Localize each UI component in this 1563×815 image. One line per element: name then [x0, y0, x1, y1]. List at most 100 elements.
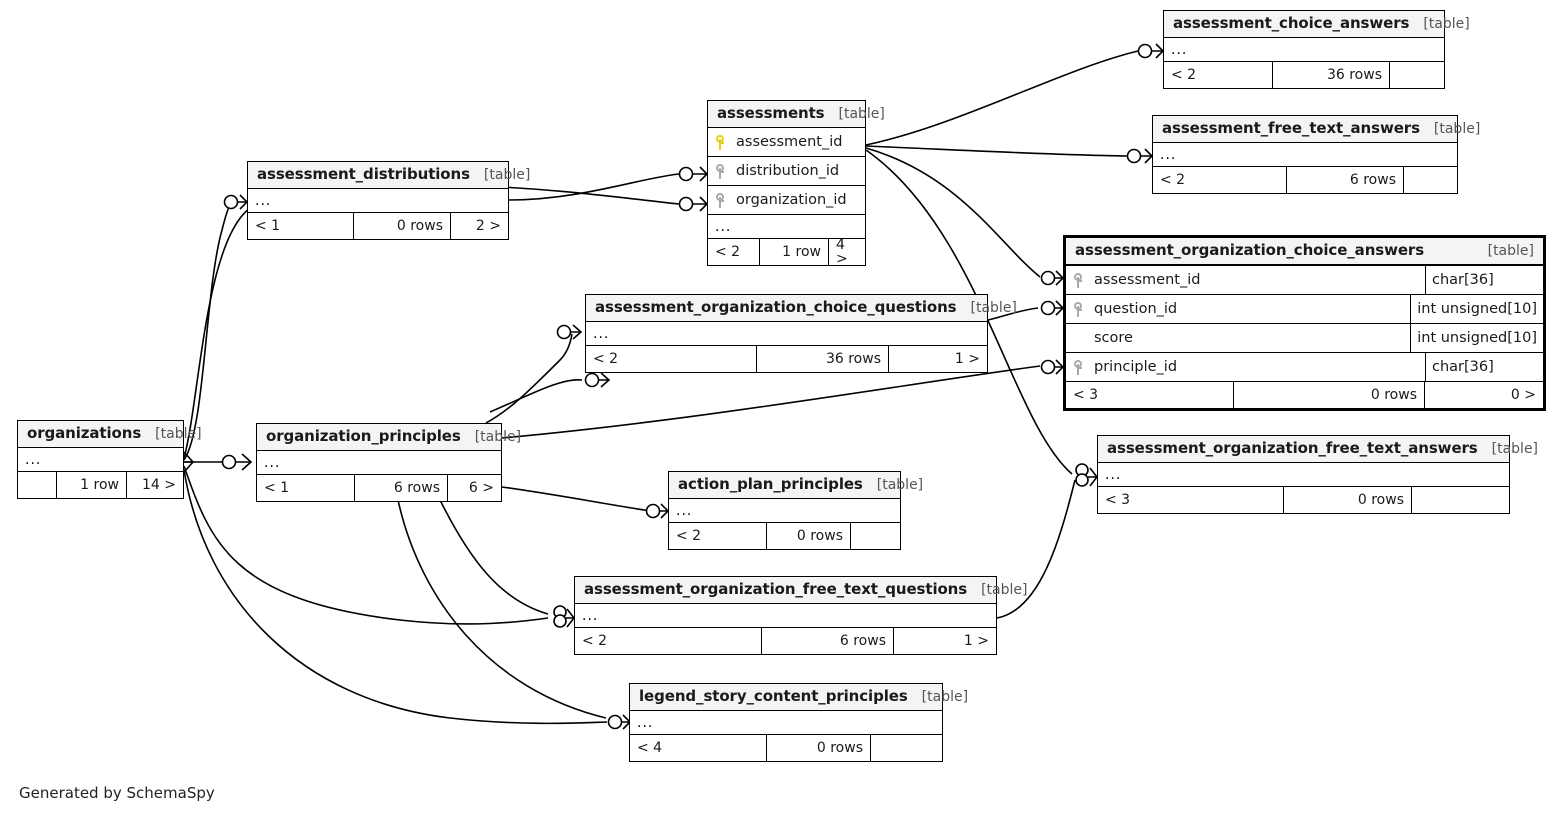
footer-parents-count: < 2	[715, 244, 741, 260]
table-name: assessment_organization_free_text_answer…	[1107, 439, 1478, 457]
table-header: assessment_distributions [table]	[248, 162, 530, 189]
table-type-tag: [table]	[1433, 120, 1481, 137]
collapsed-columns-ellipsis[interactable]: ...	[1164, 38, 1444, 62]
footer-children-count	[851, 523, 900, 549]
table-header: assessment_organization_free_text_answer…	[1098, 436, 1538, 463]
table-column-row[interactable]: question_id int unsigned[10]	[1066, 295, 1543, 324]
table-assessment_organization_choice_questions[interactable]: assessment_organization_choice_questions…	[585, 294, 1017, 373]
column-type: char[36]	[1425, 266, 1543, 294]
table-type-tag: [table]	[876, 476, 924, 493]
table-name: assessment_organization_choice_answers	[1075, 241, 1425, 259]
collapsed-columns-ellipsis[interactable]: ...	[630, 711, 942, 735]
footer-row-count: 6 rows	[354, 475, 448, 501]
footer-parents-count: < 2	[676, 528, 702, 544]
footer-parents-count: < 3	[1105, 492, 1131, 508]
table-assessment_distributions[interactable]: assessment_distributions [table]... < 1 0 r…	[247, 161, 530, 240]
foreign-key-icon	[716, 163, 727, 179]
footer-parents-count: < 3	[1073, 387, 1099, 403]
table-header: assessment_organization_choice_questions…	[586, 295, 1017, 322]
table-type-tag: [table]	[474, 428, 522, 445]
collapsed-columns-ellipsis[interactable]: ...	[1153, 143, 1457, 167]
column-name-cell: question_id	[1066, 300, 1410, 317]
table-assessment_organization_choice_answers[interactable]: assessment_organization_choice_answers[t…	[1063, 235, 1546, 411]
footer-parents-count: < 2	[593, 351, 619, 367]
footer-parents-count: < 4	[637, 740, 663, 756]
footer-parents-count: < 2	[1171, 67, 1197, 83]
footer-row-count: 0 rows	[353, 213, 451, 239]
table-column-row[interactable]: assessment_id	[708, 128, 865, 157]
table-type-tag: [table]	[838, 105, 885, 122]
table-name: legend_story_content_principles	[639, 687, 908, 705]
column-label: score	[1094, 329, 1133, 346]
generator-credit: Generated by SchemaSpy	[19, 784, 215, 802]
footer-parents-count: < 1	[255, 218, 281, 234]
table-organization_principles[interactable]: organization_principles [table]... < 1 6 ro…	[256, 423, 521, 502]
collapsed-columns-ellipsis[interactable]: ...	[18, 448, 183, 472]
table-action_plan_principles[interactable]: action_plan_principles [table]... < 2 0 row…	[668, 471, 923, 550]
foreign-key-icon	[1074, 359, 1085, 375]
column-name-cell: assessment_id	[708, 133, 865, 150]
table-header: legend_story_content_principles [table]	[630, 684, 968, 711]
table-column-row[interactable]: distribution_id	[708, 157, 865, 186]
table-header: assessment_organization_free_text_questi…	[575, 577, 1027, 604]
table-header: organization_principles [table]	[257, 424, 521, 451]
table-footer: < 2 0 rows	[669, 523, 900, 549]
table-name: organization_principles	[266, 427, 461, 445]
collapsed-columns-ellipsis[interactable]: ...	[669, 499, 900, 523]
collapsed-columns-ellipsis[interactable]: ...	[257, 451, 501, 475]
footer-children-count	[1412, 487, 1509, 513]
table-assessment_organization_free_text_questions[interactable]: assessment_organization_free_text_questi…	[574, 576, 1027, 655]
table-name: action_plan_principles	[678, 475, 863, 493]
footer-children-count: 1 >	[954, 351, 980, 367]
table-type-tag: [table]	[1423, 15, 1470, 32]
column-label: assessment_id	[736, 133, 843, 150]
table-name: assessment_distributions	[257, 165, 470, 183]
column-name-cell: distribution_id	[708, 162, 865, 179]
collapsed-columns-ellipsis[interactable]: ...	[1098, 463, 1509, 487]
footer-children-count: 1 >	[963, 633, 989, 649]
column-type: int unsigned[10]	[1410, 295, 1543, 323]
column-type: char[36]	[1425, 353, 1543, 381]
collapsed-columns-ellipsis[interactable]: ...	[248, 189, 508, 213]
footer-row-count: 0 rows	[1233, 382, 1425, 408]
table-name: assessment_organization_free_text_questi…	[584, 580, 968, 598]
footer-children-count	[871, 735, 942, 761]
table-type-tag: [table]	[483, 166, 531, 183]
foreign-key-icon	[1074, 272, 1085, 288]
table-header: assessment_choice_answers[table]	[1164, 11, 1470, 38]
footer-row-count: 1 row	[56, 472, 127, 498]
foreign-key-icon	[1074, 301, 1085, 317]
table-assessment_organization_free_text_answers[interactable]: assessment_organization_free_text_answer…	[1097, 435, 1538, 514]
footer-children-count: 0 >	[1510, 387, 1536, 403]
table-type-tag: [table]	[1491, 440, 1539, 457]
column-label: question_id	[1094, 300, 1178, 317]
collapsed-columns-ellipsis[interactable]: ...	[575, 604, 996, 628]
collapsed-columns-ellipsis[interactable]: ...	[708, 215, 865, 239]
column-label: distribution_id	[736, 162, 840, 179]
table-type-tag: [table]	[981, 581, 1028, 598]
column-name-cell: organization_id	[708, 192, 865, 208]
footer-parents-count: < 1	[264, 480, 290, 496]
table-column-row[interactable]: organization_id	[708, 186, 865, 215]
table-legend_story_content_principles[interactable]: legend_story_content_principles [table]..…	[629, 683, 968, 762]
footer-row-count: 6 rows	[1286, 167, 1404, 193]
foreign-key-icon	[716, 192, 727, 208]
collapsed-columns-ellipsis[interactable]: ...	[586, 322, 987, 346]
footer-row-count: 0 rows	[766, 523, 851, 549]
footer-row-count: 6 rows	[761, 628, 894, 654]
table-type-tag: [table]	[921, 688, 969, 705]
table-assessment_free_text_answers[interactable]: assessment_free_text_answers [table]...< …	[1152, 115, 1480, 194]
table-name: assessment_free_text_answers	[1162, 119, 1420, 137]
